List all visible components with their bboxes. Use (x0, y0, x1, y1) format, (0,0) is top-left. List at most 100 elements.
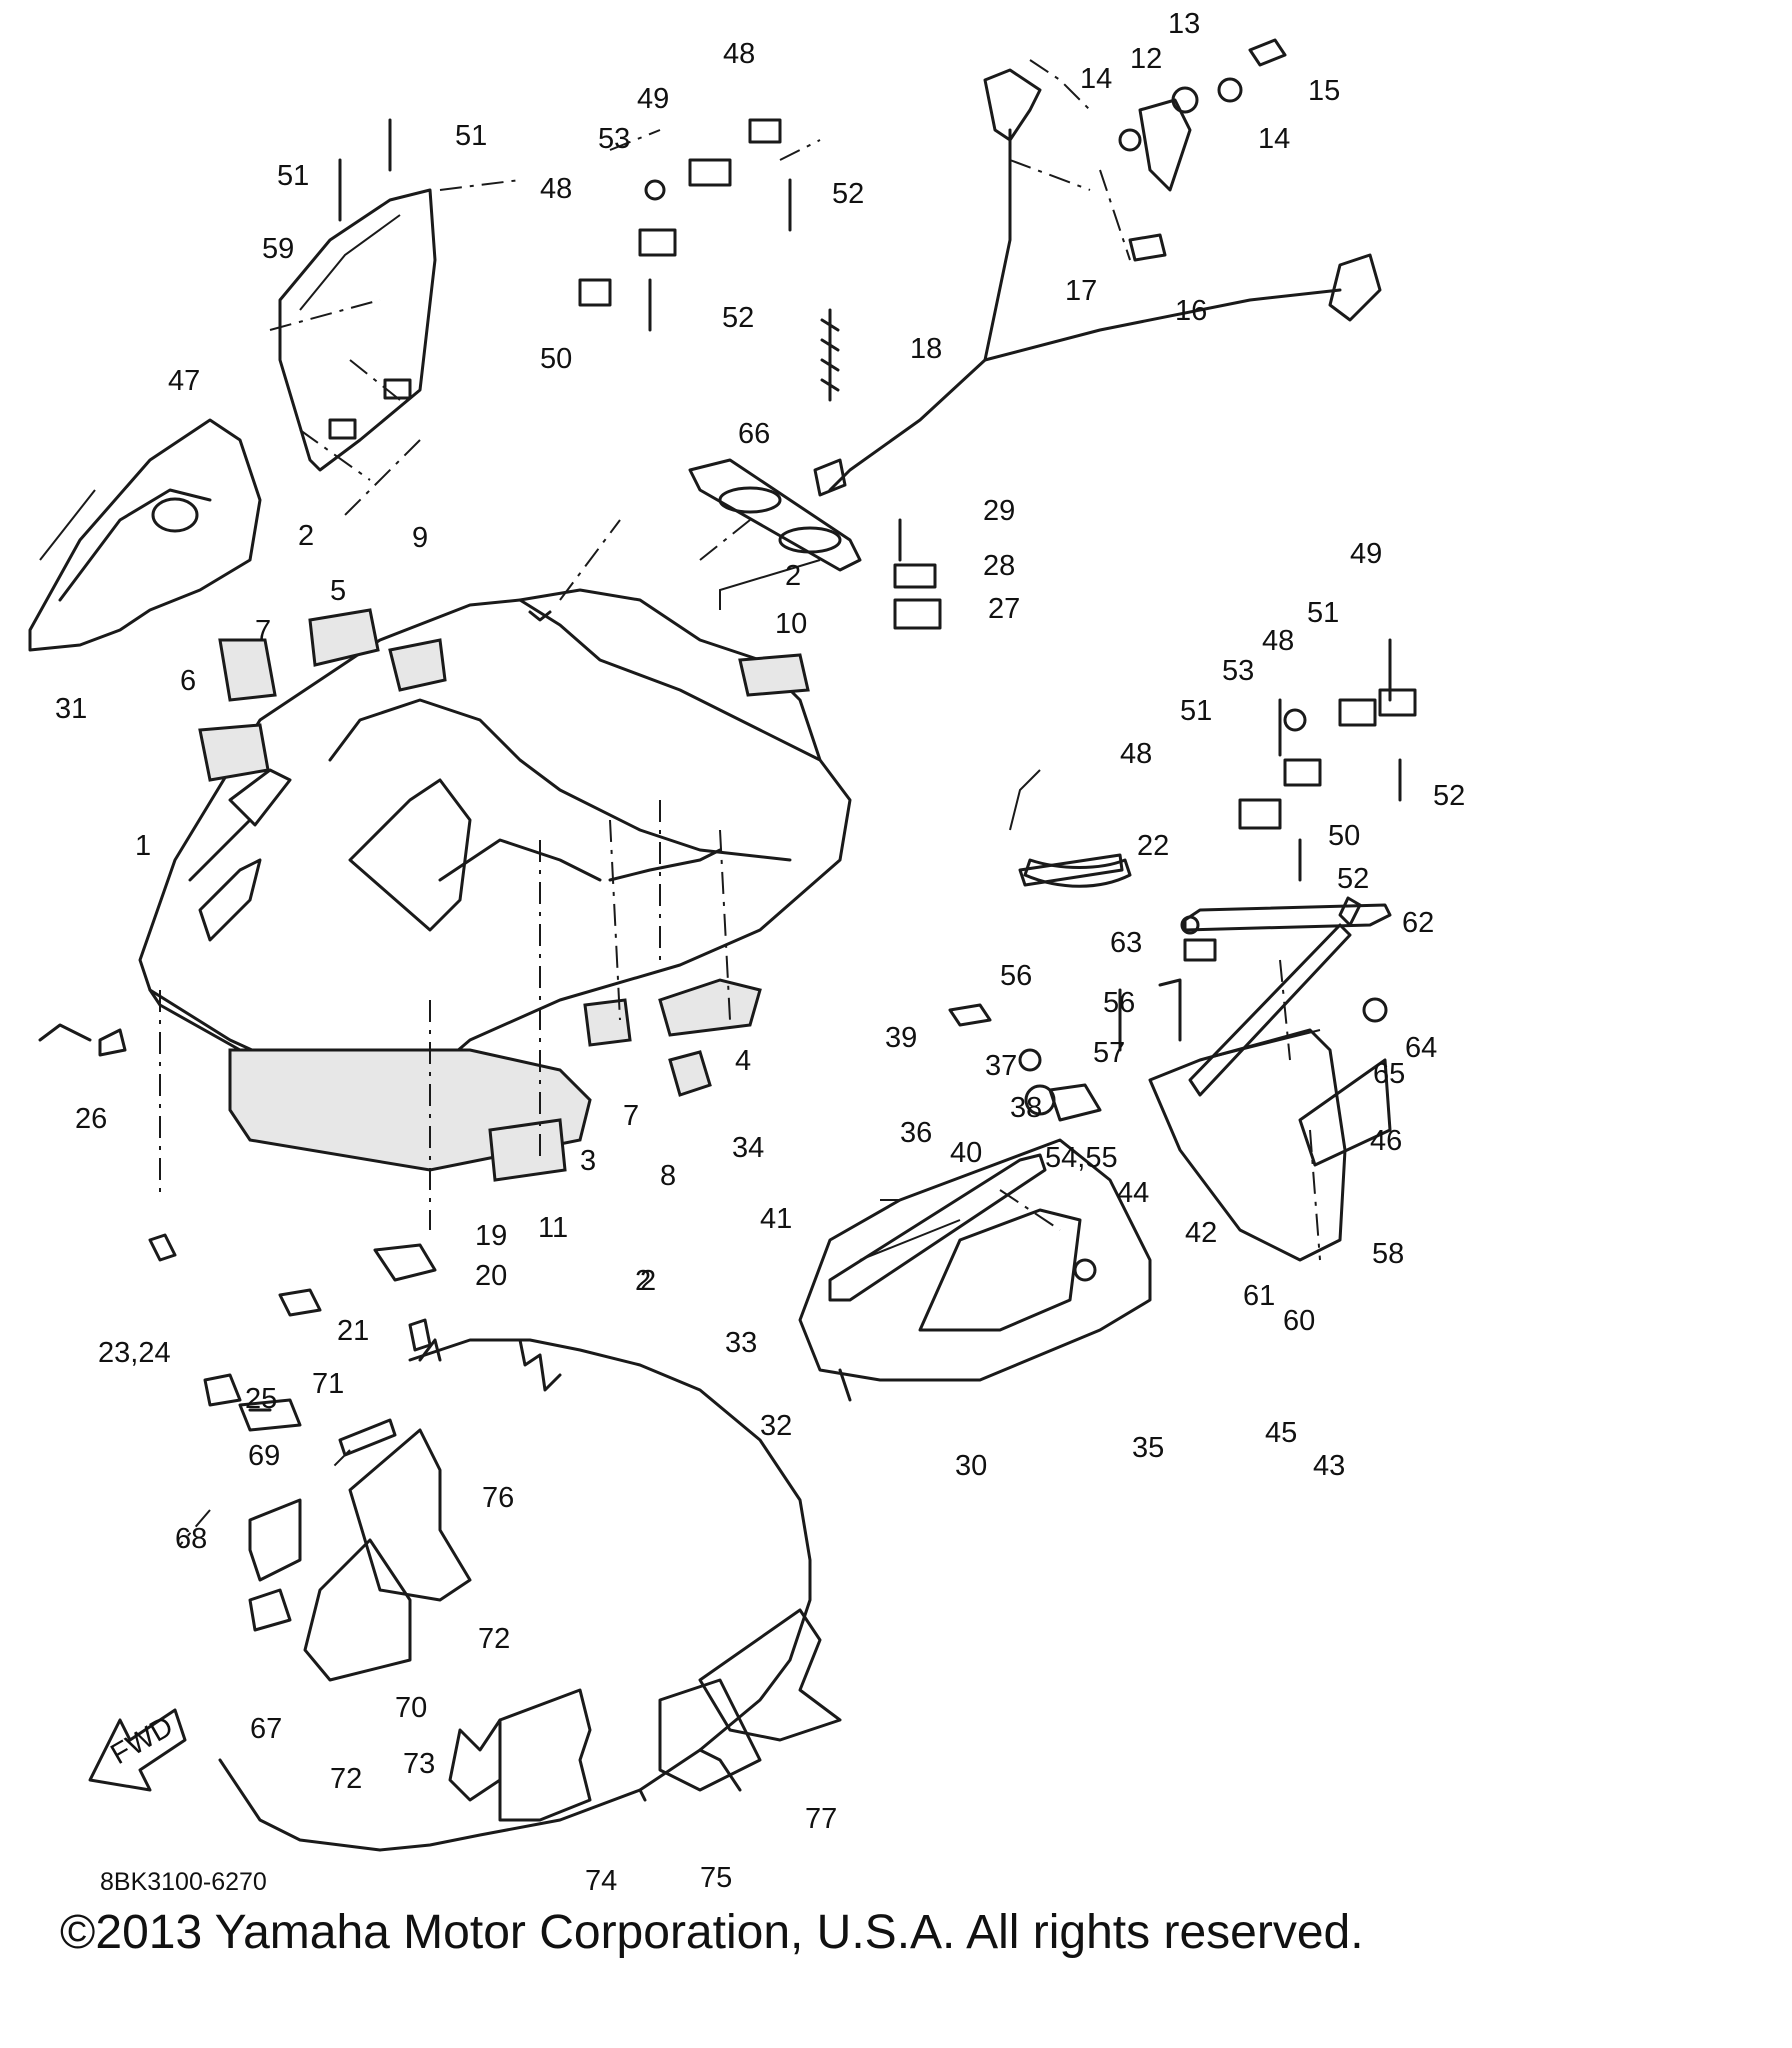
callout-7b: 7 (623, 1100, 639, 1132)
callout-25: 25 (245, 1383, 277, 1415)
callout-11: 11 (538, 1212, 568, 1244)
callout-71: 71 (312, 1368, 344, 1400)
copyright-notice: ©2013 Yamaha Motor Corporation, U.S.A. A… (60, 1906, 1364, 1959)
callout-21: 21 (337, 1315, 369, 1347)
callout-51b: 51 (455, 120, 487, 152)
callout-34: 34 (732, 1132, 764, 1164)
leader-lines (159, 59, 1321, 1546)
callout-68: 68 (175, 1523, 207, 1555)
callout-49a: 49 (637, 83, 669, 115)
callout-59: 59 (262, 233, 294, 265)
callout-15: 15 (1308, 75, 1340, 107)
cable-assembly (813, 68, 1382, 497)
callout-7a: 7 (255, 615, 271, 647)
callout-74: 74 (585, 1865, 617, 1897)
cowl-part-31 (28, 418, 262, 652)
callout-44: 44 (1117, 1177, 1149, 1209)
callout-50a: 50 (540, 343, 572, 375)
callout-67: 67 (250, 1713, 282, 1745)
callout-50b: 50 (1328, 820, 1360, 852)
small-hardware (38, 38, 1417, 1432)
insulation-pads (248, 1418, 842, 1822)
callout-2c: 2 (635, 1265, 651, 1297)
callout-52c: 52 (1433, 780, 1465, 812)
callout-29: 29 (983, 495, 1015, 527)
callout-56a: 56 (1000, 960, 1032, 992)
callout-72a: 72 (478, 1623, 510, 1655)
fwd-arrow: FWD (88, 1708, 187, 1792)
cowl-part-30 (798, 1138, 1152, 1402)
fwd-arrow-text: FWD (106, 1710, 179, 1771)
callout-48d: 48 (1120, 738, 1152, 770)
callout-64: 64 (1405, 1032, 1437, 1064)
callout-53b: 53 (1222, 655, 1254, 687)
callout-9: 9 (412, 522, 428, 554)
callout-32: 32 (760, 1410, 792, 1442)
callout-14a: 14 (1080, 63, 1112, 95)
callout-65: 65 (1373, 1058, 1405, 1090)
callout-1: 1 (135, 830, 151, 862)
callout-58: 58 (1372, 1238, 1404, 1270)
callout-52b: 52 (722, 302, 754, 334)
callout-72b: 72 (330, 1763, 362, 1795)
callout-56b: 56 (1103, 987, 1135, 1019)
callout-51c: 51 (1180, 695, 1212, 727)
callout-41: 41 (760, 1203, 792, 1235)
callout-3: 3 (580, 1145, 596, 1177)
callout-5: 5 (330, 575, 346, 607)
callout-51a: 51 (277, 160, 309, 192)
callout-69: 69 (248, 1440, 280, 1472)
callout-61: 61 (1243, 1280, 1275, 1312)
callout-54-55: 54,55 (1045, 1142, 1118, 1174)
callout-10: 10 (775, 608, 807, 640)
callout-28: 28 (983, 550, 1015, 582)
callout-13: 13 (1168, 8, 1200, 40)
callout-51d: 51 (1307, 597, 1339, 629)
callout-19: 19 (475, 1220, 507, 1252)
callout-53a: 53 (598, 123, 630, 155)
callout-75: 75 (700, 1862, 732, 1894)
callout-52d: 52 (1337, 863, 1369, 895)
callout-6: 6 (180, 665, 196, 697)
callout-31: 31 (55, 693, 87, 725)
callout-27: 27 (988, 593, 1020, 625)
callout-77: 77 (805, 1803, 837, 1835)
callout-66: 66 (738, 418, 770, 450)
callout-33: 33 (725, 1327, 757, 1359)
callout-38: 38 (1010, 1092, 1042, 1124)
callout-23-24: 23,24 (98, 1337, 171, 1369)
callout-48a: 48 (723, 38, 755, 70)
callout-17: 17 (1065, 275, 1097, 307)
callout-20: 20 (475, 1260, 507, 1292)
callout-39: 39 (885, 1022, 917, 1054)
callout-30: 30 (955, 1450, 987, 1482)
callout-36: 36 (900, 1117, 932, 1149)
callout-4: 4 (735, 1045, 751, 1077)
callout-40: 40 (950, 1137, 982, 1169)
callout-63: 63 (1110, 927, 1142, 959)
callout-49b: 49 (1350, 538, 1382, 570)
callout-2b: 2 (785, 560, 801, 592)
callout-16: 16 (1175, 295, 1207, 327)
callout-2a: 2 (298, 520, 314, 552)
callout-45: 45 (1265, 1417, 1297, 1449)
callout-60: 60 (1283, 1305, 1315, 1337)
callout-37: 37 (985, 1050, 1017, 1082)
callout-46: 46 (1370, 1125, 1402, 1157)
callout-73: 73 (403, 1748, 435, 1780)
callout-52a: 52 (832, 178, 864, 210)
callout-47: 47 (168, 365, 200, 397)
callout-43: 43 (1313, 1450, 1345, 1482)
callout-70: 70 (395, 1692, 427, 1724)
gasket-part-66 (688, 458, 862, 572)
callout-12: 12 (1130, 43, 1162, 75)
callout-labels: 1 2 2 2 2 3 4 5 6 7 7 8 9 10 11 12 13 14… (55, 8, 1465, 1897)
callout-57: 57 (1093, 1037, 1125, 1069)
callout-48b: 48 (540, 173, 572, 205)
callout-8: 8 (660, 1160, 676, 1192)
rail-part-40 (828, 1153, 1047, 1302)
fender-part-46 (1148, 1028, 1347, 1262)
callout-26: 26 (75, 1103, 107, 1135)
hose-part-22 (1023, 858, 1132, 888)
